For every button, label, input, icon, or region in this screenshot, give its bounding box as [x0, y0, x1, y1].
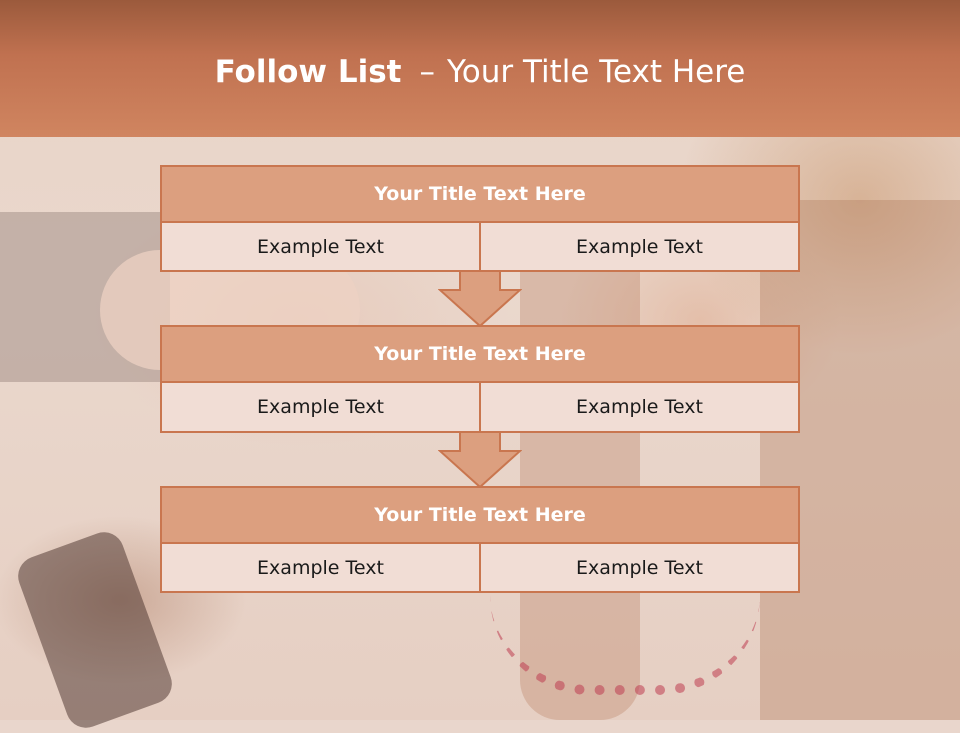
- step-cell-left: Example Text: [162, 544, 479, 591]
- slide-title-rest: Your Title Text Here: [446, 54, 746, 90]
- down-arrow-icon: [438, 431, 522, 489]
- slide-header: Follow List – Your Title Text Here: [0, 0, 960, 137]
- hair-shape-right: [760, 200, 960, 720]
- down-arrow-icon: [438, 270, 522, 328]
- flow-step-2: Your Title Text Here Example Text Exampl…: [160, 325, 800, 433]
- slide-title-bold: Follow List: [214, 54, 402, 90]
- beads-shape: [490, 595, 760, 695]
- step-cell-right: Example Text: [479, 383, 798, 431]
- step-cell-left: Example Text: [162, 383, 479, 431]
- step-cell-left: Example Text: [162, 223, 479, 270]
- slide-title-separator: –: [419, 54, 435, 90]
- bracelet-shape: [12, 526, 178, 733]
- flow-step-1: Your Title Text Here Example Text Exampl…: [160, 165, 800, 272]
- step-cell-right: Example Text: [479, 223, 798, 270]
- slide-title: Follow List – Your Title Text Here: [0, 54, 960, 98]
- flow-step-3: Your Title Text Here Example Text Exampl…: [160, 486, 800, 593]
- step-title: Your Title Text Here: [162, 327, 798, 383]
- step-cell-right: Example Text: [479, 544, 798, 591]
- step-title: Your Title Text Here: [162, 167, 798, 223]
- step-title: Your Title Text Here: [162, 488, 798, 544]
